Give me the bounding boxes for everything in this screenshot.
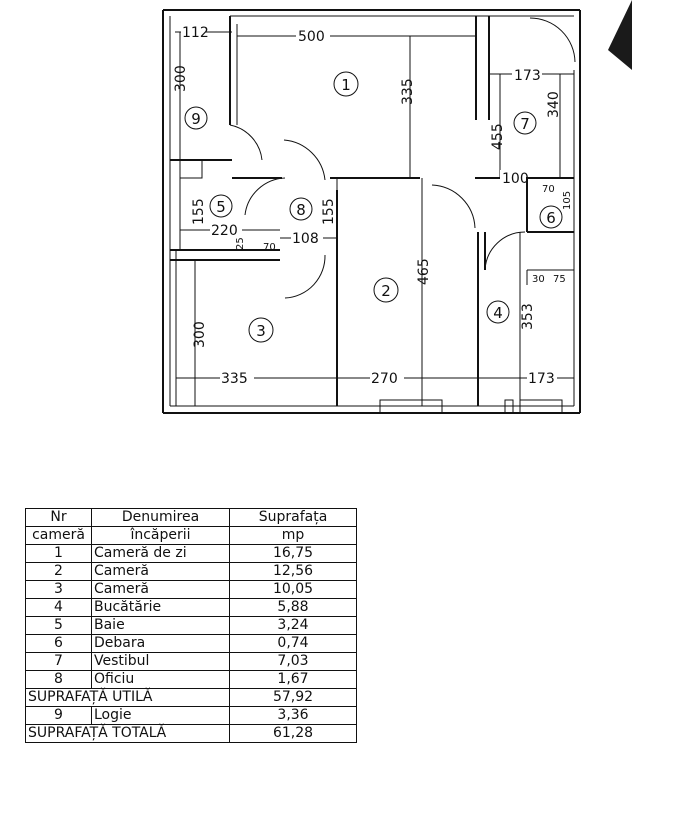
room-label-5: 5: [216, 198, 226, 216]
dim-500: 500: [298, 29, 325, 45]
dim-70-bath: 70: [263, 242, 276, 253]
cell-area: 7,03: [229, 652, 357, 671]
loggia-area: 3,36: [229, 706, 357, 725]
dim-112: 112: [182, 25, 209, 41]
cell-name: Debara: [91, 634, 230, 653]
cell-nr: 1: [25, 544, 92, 563]
dim-108: 108: [292, 231, 319, 247]
outer-walls: [162, 9, 581, 414]
cell-name: Cameră: [91, 580, 230, 599]
util-area-label: SUPRAFAȚĂ UTILĂ: [25, 688, 230, 707]
total-area-value: 61,28: [229, 724, 357, 743]
floor-plan: 1 2 3 4 5 6 7 8 9 112 500 173 300 335 45…: [162, 0, 632, 414]
header-area-unit: mp: [229, 526, 357, 545]
cell-name: Cameră: [91, 562, 230, 581]
cell-name: Baie: [91, 616, 230, 635]
cell-nr: 4: [25, 598, 92, 617]
dim-155-office: 155: [321, 198, 337, 225]
room-markers: 1 2 3 4 5 6 7 8 9: [184, 71, 563, 343]
header-nr-2: cameră: [25, 526, 92, 545]
dim-300-room3: 300: [192, 321, 208, 348]
dim-340: 340: [546, 91, 562, 118]
windows: [179, 159, 563, 414]
cell-nr: 3: [25, 580, 92, 599]
cell-nr: 2: [25, 562, 92, 581]
dim-25: 25: [235, 237, 246, 250]
dim-220: 220: [211, 223, 238, 239]
room-label-4: 4: [493, 304, 503, 322]
cell-area: 1,67: [229, 670, 357, 689]
dim-455: 455: [490, 123, 506, 150]
dim-173-top: 173: [514, 68, 541, 84]
dim-335-vertical: 335: [400, 78, 416, 105]
dim-70-debara: 70: [542, 184, 555, 195]
north-arrow-icon: [608, 0, 632, 70]
cell-name: Vestibul: [91, 652, 230, 671]
cell-area: 12,56: [229, 562, 357, 581]
table-header-row-2: cameră încăperii mp: [25, 526, 357, 545]
cell-name: Cameră de zi: [91, 544, 230, 563]
total-area-row: SUPRAFAȚĂ TOTALĂ 61,28: [25, 724, 357, 743]
dimension-lines: [175, 31, 574, 406]
dim-100: 100: [502, 171, 529, 187]
dim-300-loggia: 300: [173, 65, 189, 92]
loggia-row: 9 Logie 3,36: [25, 706, 357, 725]
loggia-nr: 9: [25, 706, 92, 725]
cell-name: Bucătărie: [91, 598, 230, 617]
cell-nr: 6: [25, 634, 92, 653]
table-header-row: Nr Denumirea Suprafața: [25, 508, 357, 527]
room-label-9: 9: [191, 110, 201, 128]
dim-335-horizontal: 335: [221, 371, 248, 387]
cell-nr: 5: [25, 616, 92, 635]
header-area: Suprafața: [229, 508, 357, 527]
dimension-labels: 112 500 173 300 335 455 340 100 70 105 1…: [173, 24, 573, 387]
room-area-table: Nr Denumirea Suprafața cameră încăperii …: [25, 508, 357, 743]
cell-area: 5,88: [229, 598, 357, 617]
header-name-2: încăperii: [91, 526, 230, 545]
dim-270: 270: [371, 371, 398, 387]
dim-105: 105: [562, 191, 573, 210]
cell-area: 0,74: [229, 634, 357, 653]
cell-area: 16,75: [229, 544, 357, 563]
room-label-2: 2: [381, 282, 391, 300]
door-swings: [229, 17, 576, 299]
dim-353: 353: [520, 303, 536, 330]
dim-30: 30: [532, 274, 545, 285]
room-label-7: 7: [520, 115, 530, 133]
cell-nr: 8: [25, 670, 92, 689]
cell-nr: 7: [25, 652, 92, 671]
room-label-1: 1: [341, 76, 351, 94]
header-name: Denumirea: [91, 508, 230, 527]
dim-155-bath: 155: [191, 198, 207, 225]
room-label-3: 3: [256, 322, 266, 340]
util-area-value: 57,92: [229, 688, 357, 707]
header-nr: Nr: [25, 508, 92, 527]
room-label-8: 8: [296, 201, 306, 219]
util-area-row: SUPRAFAȚĂ UTILĂ 57,92: [25, 688, 357, 707]
dim-75: 75: [553, 274, 566, 285]
cell-name: Oficiu: [91, 670, 230, 689]
dim-173-bottom: 173: [528, 371, 555, 387]
loggia-name: Logie: [91, 706, 230, 725]
cell-area: 10,05: [229, 580, 357, 599]
room-label-6: 6: [546, 209, 556, 227]
cell-area: 3,24: [229, 616, 357, 635]
dim-465: 465: [416, 258, 432, 285]
total-area-label: SUPRAFAȚĂ TOTALĂ: [25, 724, 230, 743]
